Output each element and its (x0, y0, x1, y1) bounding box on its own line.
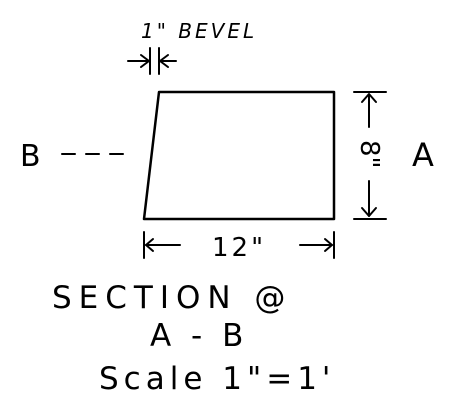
bevel-label: 1" BEVEL (141, 19, 257, 43)
height-label: 8" (354, 140, 384, 169)
bevel-dimension (127, 47, 177, 75)
height-dimension (353, 91, 387, 220)
width-label: 12" (212, 233, 266, 263)
caption-section: SECTION @ (52, 280, 292, 316)
a-label: A (412, 136, 434, 174)
width-dimension (143, 231, 335, 259)
caption-cut-reference: A - B (150, 318, 248, 354)
b-label: B (20, 139, 41, 174)
caption-scale: Scale 1"=1' (99, 361, 335, 397)
section-outline (142, 90, 336, 221)
